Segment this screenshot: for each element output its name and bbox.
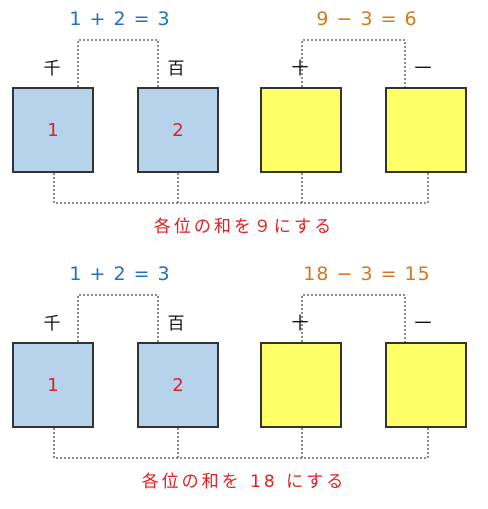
digit-box-ones — [385, 87, 467, 173]
digit-box-thousands: 1 — [12, 342, 94, 428]
digit-box-hundreds: 2 — [137, 87, 219, 173]
connector-lines — [53, 294, 429, 459]
sum-equation: 1 + 2 = 3 — [69, 263, 171, 285]
digit-value: 1 — [47, 374, 59, 396]
top-connector-left — [77, 294, 159, 342]
place-label-tens: 十 — [291, 59, 309, 79]
bottom-connector — [53, 428, 429, 459]
caption: 各位の和を９にする — [153, 217, 335, 237]
place-label-ones: 一 — [414, 314, 432, 334]
top-connector-right — [301, 294, 406, 342]
digit-value: 1 — [47, 119, 59, 141]
digit-box-thousands: 1 — [12, 87, 94, 173]
connector-lines — [53, 39, 429, 204]
digit-box-tens — [260, 87, 342, 173]
caption: 各位の和を 18 にする — [141, 472, 347, 492]
digit-value: 2 — [172, 374, 184, 396]
bottom-connector — [53, 173, 429, 204]
panel-sum-18: 1 + 2 = 3 18 − 3 = 15 千 百 十 一 1 2 各位の和を … — [0, 255, 488, 509]
place-label-thousands: 千 — [43, 314, 61, 334]
digit-value: 2 — [172, 119, 184, 141]
place-label-hundreds: 百 — [167, 59, 185, 79]
top-connector-right — [301, 39, 406, 87]
panel-sum-9: 1 + 2 = 3 9 − 3 = 6 千 百 十 一 1 2 各位の和を９にす… — [0, 0, 488, 254]
place-label-ones: 一 — [414, 59, 432, 79]
top-connector-left — [77, 39, 159, 87]
sum-equation: 1 + 2 = 3 — [69, 8, 171, 30]
difference-equation: 18 − 3 = 15 — [303, 263, 431, 285]
place-label-hundreds: 百 — [167, 314, 185, 334]
digit-box-tens — [260, 342, 342, 428]
difference-equation: 9 − 3 = 6 — [316, 8, 418, 30]
digit-box-ones — [385, 342, 467, 428]
digit-box-hundreds: 2 — [137, 342, 219, 428]
place-label-thousands: 千 — [43, 59, 61, 79]
place-label-tens: 十 — [291, 314, 309, 334]
